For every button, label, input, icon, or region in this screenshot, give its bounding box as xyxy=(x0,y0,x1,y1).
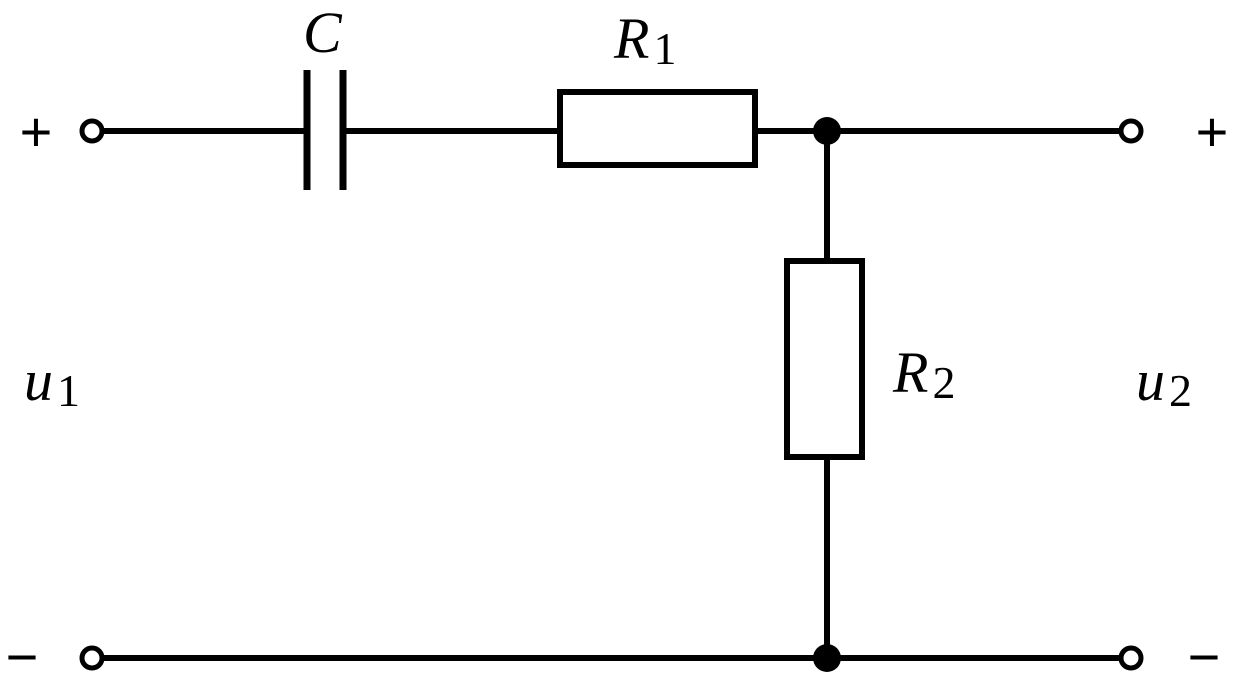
input-plus-sign: + xyxy=(20,100,53,163)
output-voltage-subscript: 2 xyxy=(1169,365,1192,416)
resistor-r2-label: R2 xyxy=(892,340,955,408)
terminal-output-minus xyxy=(1118,645,1144,671)
terminal-output-plus xyxy=(1118,118,1144,144)
terminal-input-minus xyxy=(79,645,105,671)
input-voltage-label: u1 xyxy=(24,348,80,416)
resistor-r2-subscript: 2 xyxy=(932,357,955,408)
input-minus-sign: − xyxy=(6,625,39,676)
output-voltage-letter: u xyxy=(1136,348,1165,413)
resistor-r2 xyxy=(784,258,865,460)
output-plus-sign: + xyxy=(1196,100,1229,163)
input-voltage-letter: u xyxy=(24,348,53,413)
output-voltage-label: u2 xyxy=(1136,348,1192,416)
capacitor-label: C xyxy=(303,0,343,65)
terminal-input-plus xyxy=(79,118,105,144)
capacitor-c xyxy=(303,70,347,190)
resistor-r1 xyxy=(557,89,758,168)
output-minus-sign: − xyxy=(1188,625,1221,676)
junction-top xyxy=(813,117,841,145)
resistor-r2-letter: R xyxy=(892,340,928,405)
resistor-r1-letter: R xyxy=(613,6,649,71)
resistor-r1-subscript: 1 xyxy=(653,23,676,74)
resistor-r1-label: R1 xyxy=(613,6,676,74)
input-voltage-subscript: 1 xyxy=(57,365,80,416)
junction-bottom xyxy=(813,644,841,672)
